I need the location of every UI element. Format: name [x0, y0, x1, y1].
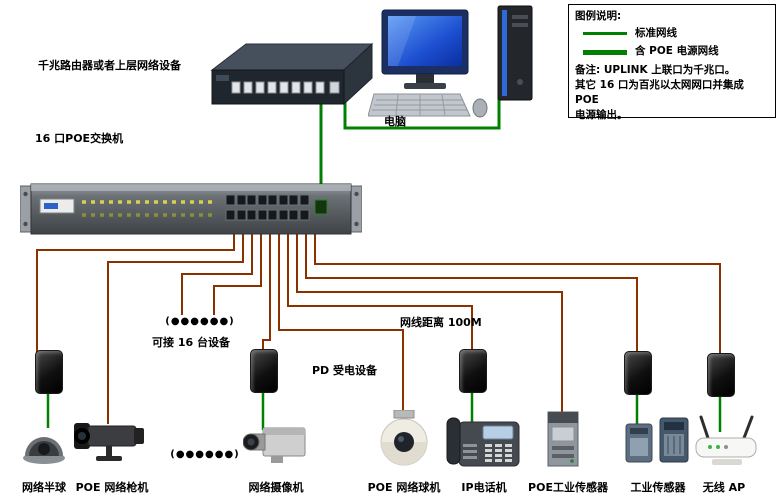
computer-label: 电脑	[384, 115, 406, 128]
legend-item-standard: 标准网线	[583, 26, 769, 41]
legend-note-line2: 其它 16 口为百兆以太网网口并集成 POE	[575, 78, 744, 107]
poe-switch-icon	[20, 182, 362, 236]
pd-device-label: PD 受电设备	[312, 364, 378, 377]
legend-note-line3: 电源输出。	[575, 109, 628, 122]
computer-icon	[368, 2, 544, 122]
device-label-wireless-ap: 无线 AP	[702, 481, 746, 494]
poe-cable-swatch	[583, 49, 627, 55]
dome-camera-icon	[20, 416, 68, 466]
device-label-bullet-camera: POE 网络枪机	[75, 481, 149, 494]
legend-item-label: 标准网线	[635, 27, 677, 40]
poe-industrial-sensor-icon	[540, 410, 586, 470]
power-adapter-icon	[624, 351, 652, 395]
standard-cable-swatch	[583, 32, 627, 36]
cable-distance-label: 网线距离 100M	[400, 316, 482, 329]
legend-title: 图例说明:	[575, 10, 622, 22]
router-device-icon	[204, 38, 376, 116]
device-label-industrial-sensor: 工业传感器	[630, 481, 686, 494]
power-adapter-icon	[250, 349, 278, 393]
switch-label: 16 口POE交换机	[35, 132, 124, 145]
legend-note-line1: 备注: UPLINK 上联口为千兆口。	[575, 63, 736, 76]
more-devices-dots-top: (●●●●●●)	[165, 316, 235, 327]
box-camera-icon	[243, 416, 309, 470]
industrial-sensor-icon	[622, 414, 694, 468]
legend-item-label: 含 POE 电源网线	[635, 45, 719, 58]
router-label: 千兆路由器或者上层网络设备	[38, 59, 181, 72]
more-devices-dots-bottom: (●●●●●●)	[170, 449, 240, 460]
device-label-poe-sensor: POE工业传感器	[528, 481, 608, 494]
wireless-ap-icon	[690, 414, 762, 470]
device-label-ip-phone: IP电话机	[461, 481, 507, 494]
power-adapter-icon	[459, 349, 487, 393]
device-label-ball-camera: POE 网络球机	[367, 481, 441, 494]
bullet-camera-icon	[72, 414, 152, 468]
power-adapter-icon	[707, 353, 735, 397]
device-label-box-camera: 网络摄像机	[248, 481, 304, 494]
legend-item-poe: 含 POE 电源网线	[583, 44, 769, 59]
power-adapter-icon	[35, 350, 63, 394]
expandable-devices-label: 可接 16 台设备	[152, 336, 230, 349]
legend-box: 图例说明: 标准网线 含 POE 电源网线 备注: UPLINK 上联口为千兆口…	[568, 4, 776, 121]
ball-camera-icon	[377, 410, 431, 470]
standard-cable-lines	[319, 96, 501, 196]
adapter-cable-lines	[46, 390, 722, 432]
device-label-dome-camera: 网络半球	[22, 481, 66, 494]
ip-phone-icon	[445, 410, 523, 472]
poe-cable-lines	[36, 225, 721, 424]
